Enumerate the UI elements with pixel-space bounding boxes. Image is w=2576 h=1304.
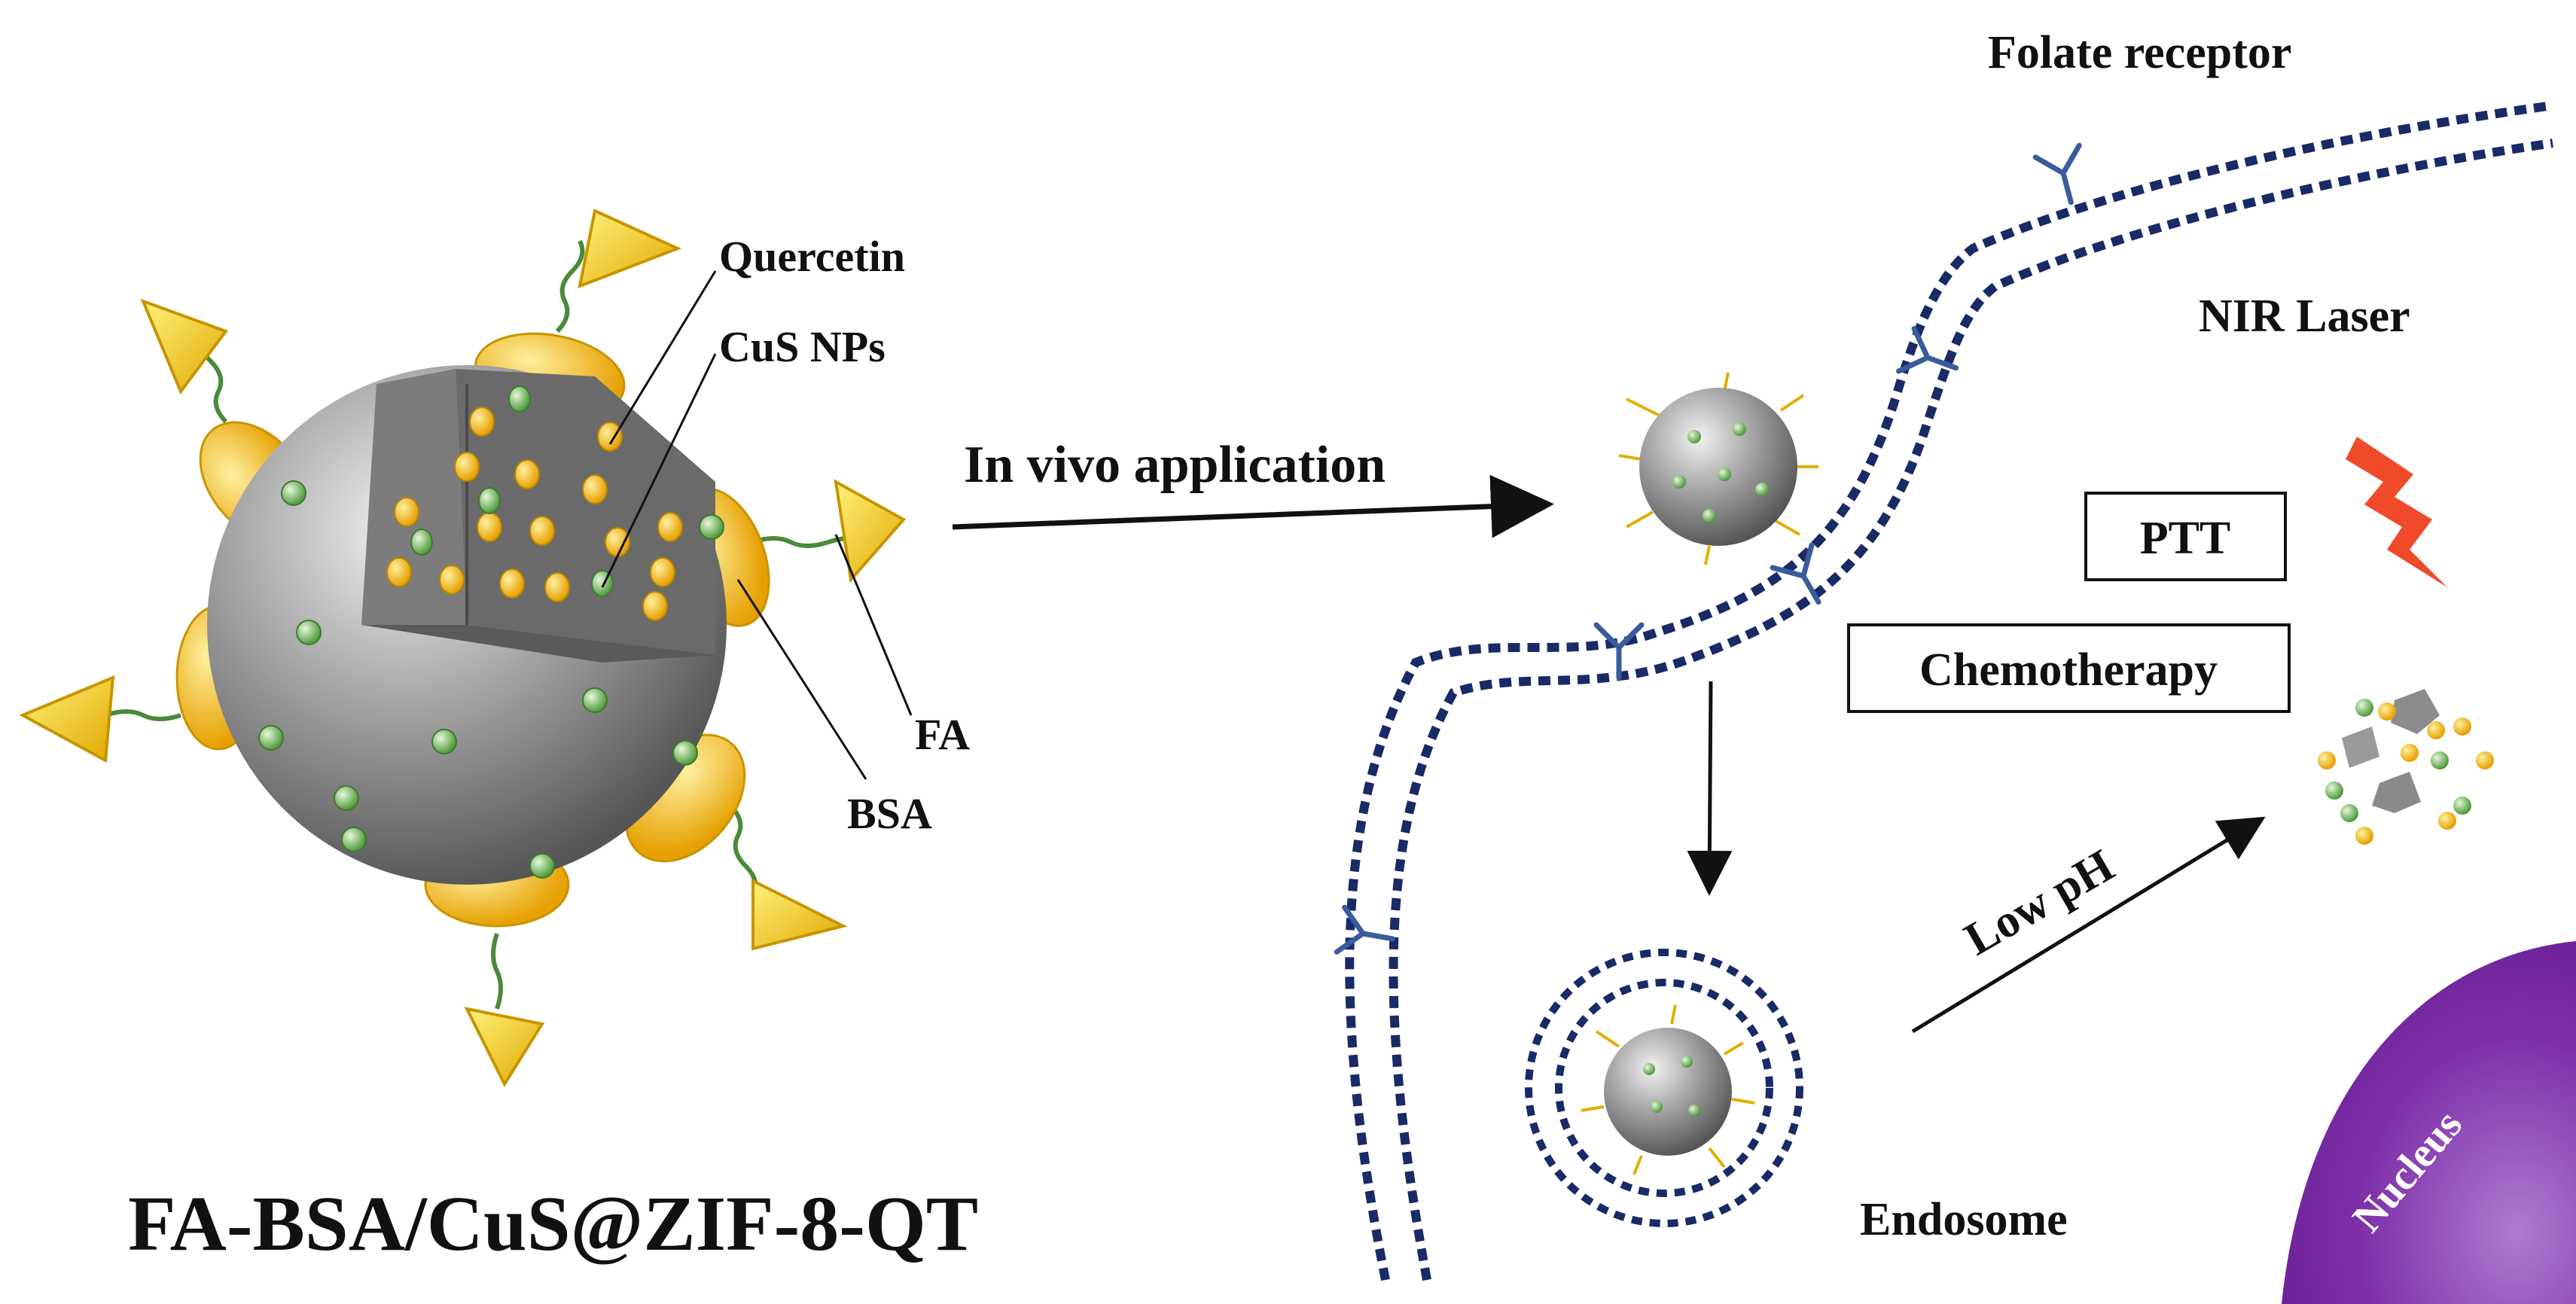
folate-receptor-label: Folate receptor — [1988, 27, 2291, 78]
endocytosis-arrow — [1687, 681, 1733, 896]
endosome-label: Endosome — [1860, 1194, 2068, 1245]
bsa-label: BSA — [847, 789, 932, 838]
chemotherapy-label: Chemotherapy — [1919, 644, 2218, 696]
quercetin-label: Quercetin — [719, 232, 905, 281]
nir-laser-label: NIR Laser — [2199, 291, 2410, 342]
nucleus — [2282, 941, 2576, 1304]
in-vivo-arrow — [952, 474, 1554, 538]
in-vivo-label: In vivo application — [964, 436, 1386, 494]
cus-np-cargo — [258, 385, 724, 879]
large-nanoparticle — [19, 209, 913, 1088]
cutaway-top — [361, 369, 467, 625]
low-ph-arrow — [1911, 816, 2266, 1034]
released-cargo — [2318, 689, 2494, 845]
low-ph-label: Low pH — [1956, 840, 2122, 966]
chemotherapy-box — [1847, 623, 2291, 713]
cell-membrane — [1345, 101, 2553, 1281]
ptt-box — [2084, 492, 2287, 581]
fa-triangles — [19, 209, 907, 1088]
nanoparticle-icon — [1618, 372, 1818, 565]
cutaway-bottom — [361, 625, 715, 663]
quercetin-cargo — [386, 407, 683, 621]
compound-title: FA-BSA/CuS@ZIF-8-QT — [128, 1181, 978, 1267]
label-leaders — [601, 270, 913, 780]
ptt-label: PTT — [2140, 513, 2231, 564]
fa-label: FA — [915, 710, 970, 759]
cus-nps-label: CuS NPs — [719, 322, 886, 371]
endosome — [1525, 949, 1803, 1227]
laser-bolt-icon — [2346, 437, 2447, 587]
folate-receptor-icon — [1334, 142, 2082, 955]
